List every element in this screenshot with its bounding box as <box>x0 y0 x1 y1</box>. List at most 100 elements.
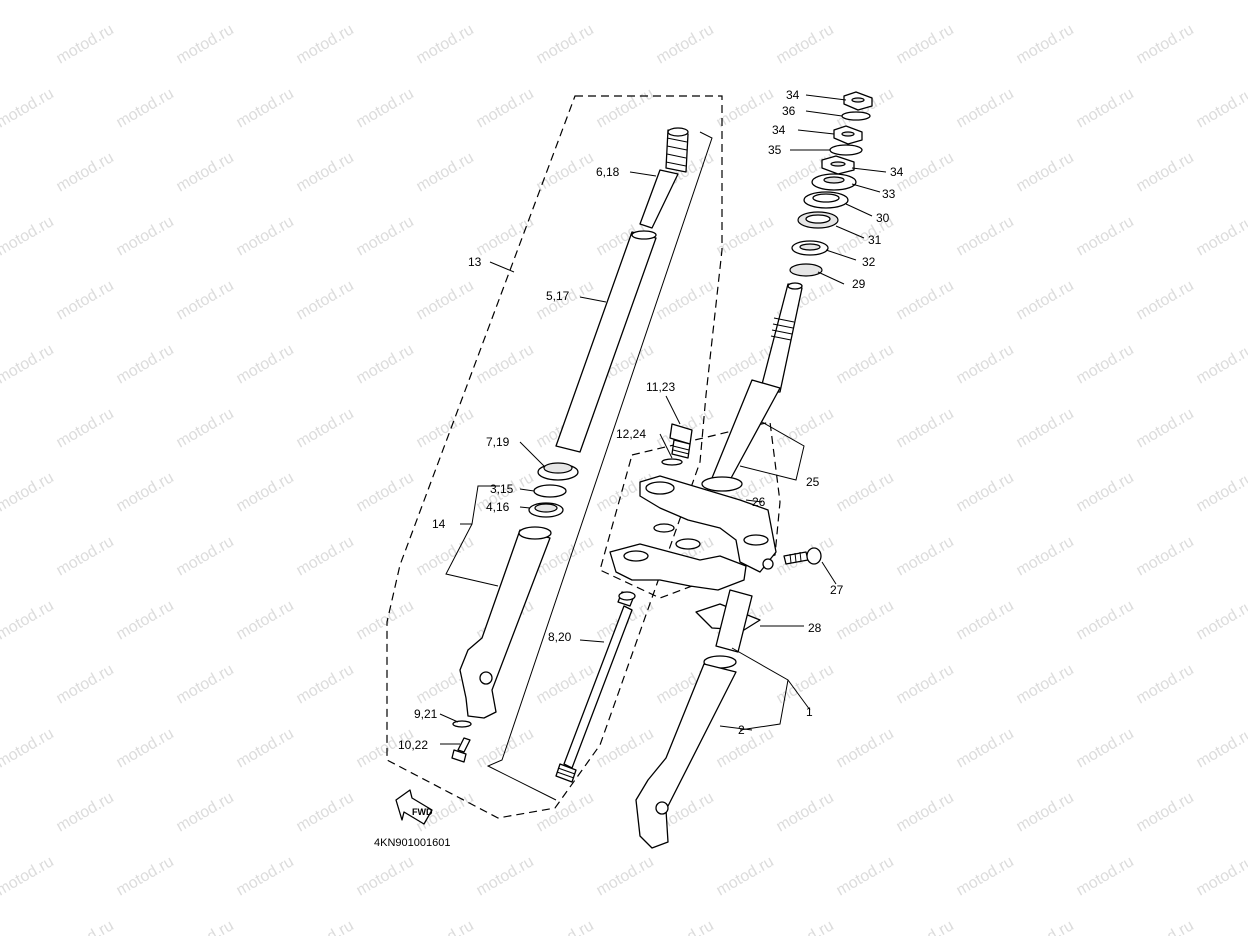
watermark-text: motod.ru <box>354 597 417 643</box>
fwd-label: FWD <box>412 807 433 817</box>
callout-4-16: 4,16 <box>486 500 510 514</box>
callout-35: 35 <box>768 143 782 157</box>
watermark-text: motod.ru <box>234 85 297 131</box>
watermark-text: motod.ru <box>714 725 777 771</box>
watermark-text: motod.ru <box>1014 21 1077 67</box>
callout-10-22: 10,22 <box>398 738 428 752</box>
watermark-text: motod.ru <box>414 405 477 451</box>
part-bearing-balls <box>798 212 838 228</box>
watermark-text: motod.ru <box>1134 405 1197 451</box>
part-ring-nut-lower <box>822 156 854 174</box>
watermark-text: motod.ru <box>474 853 537 899</box>
watermark-text: motod.ru <box>174 661 237 707</box>
callout-33: 33 <box>882 187 896 201</box>
watermark-text: motod.ru <box>1194 213 1248 259</box>
watermark-text: motod.ru <box>294 661 357 707</box>
watermark-text: motod.ru <box>894 277 957 323</box>
watermark-text: motod.ru <box>54 149 117 195</box>
part-ball-race-lower <box>792 241 828 255</box>
callout-32: 32 <box>862 255 876 269</box>
part-lower-bearing <box>790 264 822 276</box>
watermark-text: motod.ru <box>834 0 897 3</box>
watermark-text: motod.ru <box>414 917 477 936</box>
watermark-text: motod.ru <box>54 405 117 451</box>
fwd-arrow-icon: FWD <box>396 790 433 824</box>
watermark-text: motod.ru <box>1194 469 1248 515</box>
part-ball-race-upper <box>804 192 848 208</box>
part-lower-bracket <box>610 524 746 590</box>
watermark-text: motod.ru <box>114 469 177 515</box>
watermark-text: motod.ru <box>894 661 957 707</box>
callout-36: 36 <box>782 104 796 118</box>
watermark-text: motod.ru <box>1074 725 1137 771</box>
watermark-text: motod.ru <box>54 277 117 323</box>
watermark-text: motod.ru <box>174 789 237 835</box>
part-lock-washer <box>842 112 870 120</box>
callout-8-20: 8,20 <box>548 630 572 644</box>
watermark-text: motod.ru <box>1014 277 1077 323</box>
watermark-text: motod.ru <box>0 853 57 899</box>
watermark-text: motod.ru <box>534 149 597 195</box>
watermark-text: motod.ru <box>174 277 237 323</box>
watermark-text: motod.ru <box>474 85 537 131</box>
watermark-text: motod.ru <box>1134 149 1197 195</box>
watermark-text: motod.ru <box>834 853 897 899</box>
part-drain-bolt <box>452 738 470 762</box>
watermark-text: motod.ru <box>1194 341 1248 387</box>
watermark-text: motod.ru <box>954 341 1017 387</box>
watermark-text: motod.ru <box>174 917 237 936</box>
watermark-text: motod.ru <box>1074 597 1137 643</box>
callout-9-21: 9,21 <box>414 707 438 721</box>
watermark-text: motod.ru <box>1014 917 1077 936</box>
watermark-text: motod.ru <box>1134 21 1197 67</box>
watermark-text: motod.ru <box>414 277 477 323</box>
callout-30: 30 <box>876 211 890 225</box>
watermark-text: motod.ru <box>894 917 957 936</box>
watermark-text: motod.ru <box>714 85 777 131</box>
watermark-text: motod.ru <box>774 661 837 707</box>
watermark-text: motod.ru <box>1134 917 1197 936</box>
watermark-text: motod.ru <box>354 213 417 259</box>
watermark-text: motod.ru <box>234 853 297 899</box>
watermark-text: motod.ru <box>114 85 177 131</box>
watermark-text: motod.ru <box>1074 341 1137 387</box>
watermark-text: motod.ru <box>954 213 1017 259</box>
watermark-text: motod.ru <box>774 789 837 835</box>
watermark-text: motod.ru <box>294 917 357 936</box>
watermark-text: motod.ru <box>174 533 237 579</box>
watermark-text: motod.ru <box>354 469 417 515</box>
watermark-text: motod.ru <box>54 661 117 707</box>
watermark-text: motod.ru <box>414 21 477 67</box>
watermark-text: motod.ru <box>894 21 957 67</box>
watermark-text: motod.ru <box>474 0 537 3</box>
watermark-text: motod.ru <box>894 533 957 579</box>
watermark-text: motod.ru <box>294 789 357 835</box>
watermark-text: motod.ru <box>114 0 177 3</box>
watermark-text: motod.ru <box>954 85 1017 131</box>
watermark-text: motod.ru <box>1194 85 1248 131</box>
watermark-text: motod.ru <box>774 405 837 451</box>
watermark-text: motod.ru <box>0 597 57 643</box>
watermark-text: motod.ru <box>594 725 657 771</box>
watermark-text: motod.ru <box>294 149 357 195</box>
watermark-text: motod.ru <box>474 341 537 387</box>
watermark-text: motod.ru <box>714 853 777 899</box>
watermark-text: motod.ru <box>234 725 297 771</box>
watermark-text: motod.ru <box>834 341 897 387</box>
watermark-text: motod.ru <box>894 405 957 451</box>
watermark-text: motod.ru <box>114 725 177 771</box>
part-bearing-cover <box>812 174 856 190</box>
watermark-text: motod.ru <box>714 213 777 259</box>
callout-11-23: 11,23 <box>646 380 675 394</box>
watermark-text: motod.ru <box>354 85 417 131</box>
part-steering-stem <box>702 283 802 491</box>
callout-27: 27 <box>830 583 844 597</box>
watermark-text: motod.ru <box>774 917 837 936</box>
watermark-text: motod.ru <box>234 0 297 3</box>
watermark-text: motod.ru <box>0 85 57 131</box>
watermark-text: motod.ru <box>1074 469 1137 515</box>
watermark-text: motod.ru <box>414 533 477 579</box>
watermark-text: motod.ru <box>594 85 657 131</box>
callout-7-19: 7,19 <box>486 435 510 449</box>
